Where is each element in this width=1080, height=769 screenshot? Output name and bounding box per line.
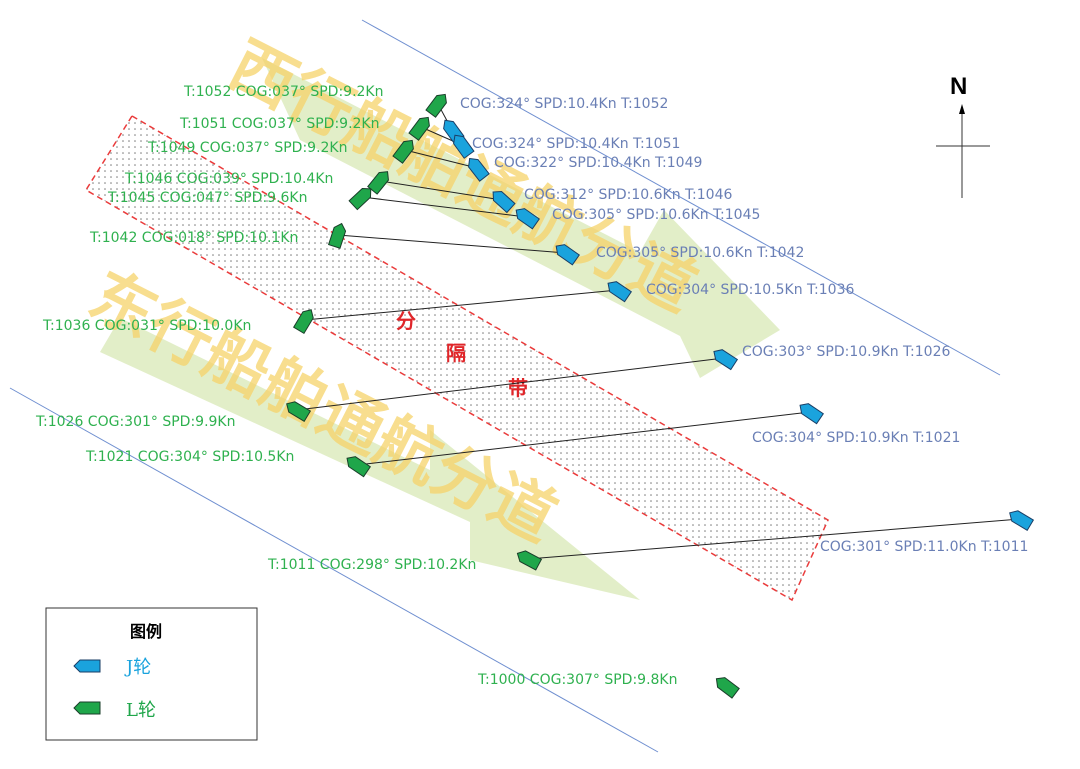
l-label-1045: T:1045 COG:047° SPD:9.6Kn bbox=[107, 190, 308, 206]
separation-zone-label-1: 分 bbox=[396, 309, 416, 333]
connector-1026 bbox=[296, 357, 725, 411]
j-label-1051: COG:324° SPD:10.4Kn T:1051 bbox=[472, 136, 680, 152]
j-ship-1026 bbox=[713, 349, 739, 371]
l-label-1052: T:1052 COG:037° SPD:9.2Kn bbox=[183, 84, 384, 100]
j-ship-1049 bbox=[468, 157, 490, 182]
l-ship-1046 bbox=[367, 171, 389, 195]
j-ship-1021 bbox=[799, 403, 824, 425]
connector-1042 bbox=[337, 234, 567, 254]
legend-box bbox=[45, 607, 258, 741]
connector-1049 bbox=[404, 149, 478, 169]
legend: 图例 J轮 L轮 bbox=[45, 607, 258, 741]
j-ship-1042 bbox=[555, 244, 580, 266]
j-ship-1045 bbox=[515, 208, 540, 230]
l-ship-1042 bbox=[327, 222, 347, 249]
separation-zone-label-2: 隔 bbox=[446, 341, 466, 365]
l-label-1021: T:1021 COG:304° SPD:10.5Kn bbox=[85, 449, 294, 465]
l-ship-1011 bbox=[516, 550, 543, 571]
l-ship-1036 bbox=[292, 309, 314, 335]
j-label-1011: COG:301° SPD:11.0Kn T:1011 bbox=[820, 539, 1028, 555]
j-label-1042: COG:305° SPD:10.6Kn T:1042 bbox=[596, 245, 804, 261]
l-ship-1021 bbox=[346, 456, 371, 478]
separation-zone bbox=[84, 114, 829, 602]
legend-l-label: L轮 bbox=[126, 700, 156, 721]
l-label-1026: T:1026 COG:301° SPD:9.9Kn bbox=[35, 414, 236, 430]
ship-connectors bbox=[296, 103, 1021, 560]
legend-j-label: J轮 bbox=[124, 657, 151, 678]
j-label-1049: COG:322° SPD:10.4Kn T:1049 bbox=[494, 155, 702, 171]
l-ship-1000 bbox=[715, 677, 740, 699]
j-label-1045: COG:305° SPD:10.6Kn T:1045 bbox=[552, 207, 760, 223]
l-label-1042: T:1042 COG:018° SPD:10.1Kn bbox=[89, 230, 298, 246]
connector-1011 bbox=[527, 518, 1021, 560]
connector-1036 bbox=[304, 289, 619, 321]
north-compass: N bbox=[936, 73, 990, 198]
separation-zone-label-3: 带 bbox=[508, 376, 528, 400]
j-ship-1046 bbox=[492, 191, 516, 214]
connector-1045 bbox=[361, 196, 527, 218]
j-label-1046: COG:312° SPD:10.6Kn T:1046 bbox=[524, 187, 732, 203]
l-ship-1026 bbox=[286, 401, 312, 423]
j-ship-1011 bbox=[1009, 510, 1035, 532]
j-label-1026: COG:303° SPD:10.9Kn T:1026 bbox=[742, 344, 950, 360]
j-ship-labels: COG:324° SPD:10.4Kn T:1052 COG:324° SPD:… bbox=[460, 96, 1028, 555]
l-ship-1045 bbox=[348, 188, 372, 211]
north-label: N bbox=[950, 73, 967, 100]
compass-arrow-icon bbox=[959, 104, 965, 114]
l-ship-1049 bbox=[392, 139, 414, 164]
j-ship-1051 bbox=[453, 134, 475, 159]
j-label-1021: COG:304° SPD:10.9Kn T:1021 bbox=[752, 430, 960, 446]
l-ship-1052 bbox=[425, 93, 447, 118]
l-label-1000: T:1000 COG:307° SPD:9.8Kn bbox=[477, 672, 678, 688]
south-lane-boundary bbox=[9, 387, 659, 753]
l-label-1051: T:1051 COG:037° SPD:9.2Kn bbox=[179, 116, 380, 132]
legend-title: 图例 bbox=[130, 622, 162, 641]
l-label-1046: T:1046 COG:039° SPD:10.4Kn bbox=[124, 171, 333, 187]
l-ship-labels: T:1052 COG:037° SPD:9.2Kn T:1051 COG:037… bbox=[35, 84, 678, 688]
north-lane-boundary bbox=[361, 19, 1001, 376]
l-ship-legend-icon bbox=[73, 701, 101, 715]
j-ship-legend-icon bbox=[73, 659, 101, 673]
connector-1021 bbox=[356, 411, 811, 466]
connector-1046 bbox=[379, 180, 503, 201]
l-label-1036: T:1036 COG:031° SPD:10.0Kn bbox=[42, 318, 251, 334]
j-label-1052: COG:324° SPD:10.4Kn T:1052 bbox=[460, 96, 668, 112]
ship-markers bbox=[286, 93, 1035, 699]
east-lane-arrow bbox=[100, 318, 640, 600]
l-label-1011: T:1011 COG:298° SPD:10.2Kn bbox=[267, 557, 476, 573]
j-ship-1036 bbox=[607, 281, 632, 303]
j-label-1036: COG:304° SPD:10.5Kn T:1036 bbox=[646, 282, 854, 298]
l-label-1049: T:1049 COG:037° SPD:9.2Kn bbox=[147, 140, 348, 156]
l-ship-1051 bbox=[408, 116, 430, 141]
